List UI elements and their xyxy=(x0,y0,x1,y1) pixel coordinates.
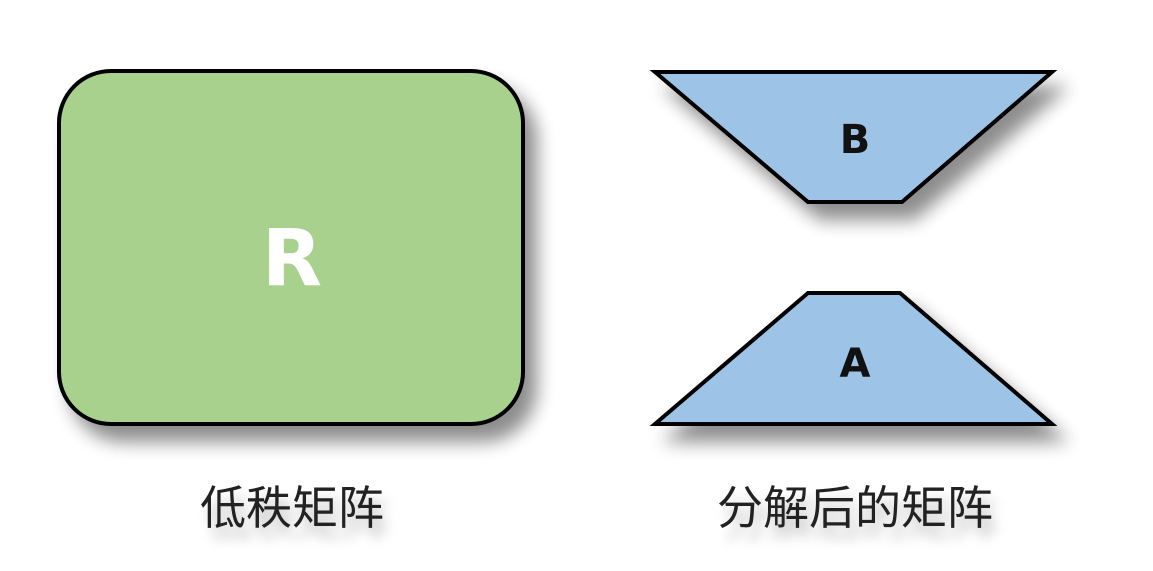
matrix-a-shape xyxy=(649,291,1058,426)
matrix-r-label: R xyxy=(262,214,322,304)
matrix-b-shape xyxy=(649,70,1058,204)
decomposed-matrix-caption: 分解后的矩阵 xyxy=(717,481,993,535)
matrix-r: R xyxy=(57,69,525,426)
matrix-b-label: B xyxy=(840,117,871,163)
low-rank-matrix-caption: 低秩矩阵 xyxy=(200,481,384,535)
matrix-a-label: A xyxy=(840,341,871,387)
matrix-a: A xyxy=(649,291,1058,426)
matrix-r-shape xyxy=(57,69,525,426)
matrix-b: B xyxy=(649,70,1058,204)
